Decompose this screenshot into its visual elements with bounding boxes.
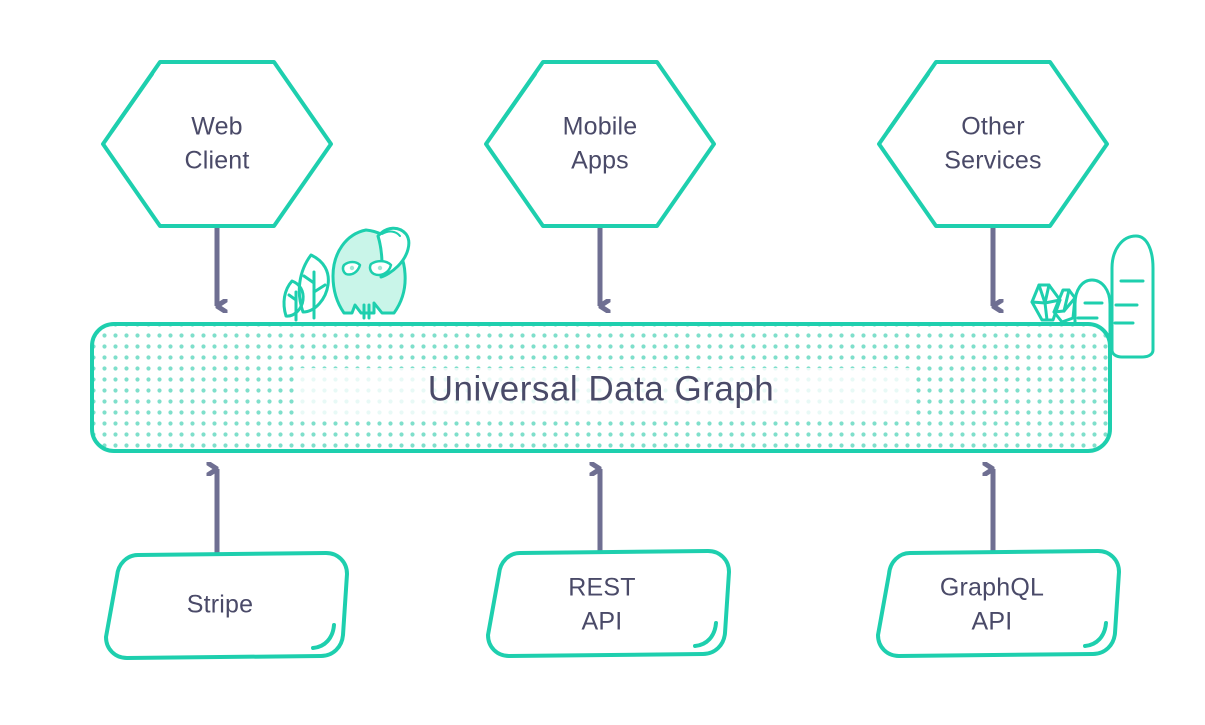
source-box-outline [486, 549, 731, 658]
hexagon-outline [484, 60, 716, 228]
consumer-label-line1: Mobile [563, 113, 638, 141]
consumer-label-line1: Other [961, 113, 1025, 141]
panel-outline [90, 322, 1112, 453]
flow-arrows-up [217, 469, 996, 555]
consumer-label-line2: Services [944, 147, 1041, 175]
consumer-node-other-services[interactable]: Other Services [877, 60, 1109, 228]
bird-creature-icon [331, 226, 411, 320]
hexagon-accent-line [110, 72, 154, 133]
flow-arrows-down [214, 228, 993, 306]
hexagon-accent-line [886, 72, 930, 133]
source-label-line1: GraphQL [940, 574, 1044, 602]
source-box-outline [104, 551, 349, 660]
source-node-stripe[interactable]: Stripe [104, 551, 349, 660]
trees-icon [282, 253, 330, 322]
source-node-rest-api[interactable]: REST API [486, 549, 731, 658]
panel-title: Universal Data Graph [428, 369, 775, 408]
source-box-outline [876, 549, 1121, 658]
panel-label-backdrop [300, 368, 910, 416]
consumer-label-line2: Apps [571, 147, 629, 175]
hexagon-outline [877, 60, 1109, 228]
consumer-node-mobile-apps[interactable]: Mobile Apps [484, 60, 716, 228]
source-node-graphql-api[interactable]: GraphQL API [876, 549, 1121, 658]
consumer-label-line1: Web [191, 113, 243, 141]
source-label-line1: REST [568, 574, 635, 602]
hexagon-outline [101, 60, 333, 228]
source-label-line2: API [582, 608, 623, 636]
source-box-accent-line [1083, 621, 1108, 648]
source-box-accent-line [693, 621, 718, 648]
source-label-line2: API [972, 608, 1013, 636]
universal-data-graph-panel[interactable]: Universal Data Graph [90, 322, 1112, 453]
hexagon-accent-line [493, 72, 537, 133]
consumer-node-web-client[interactable]: Web Client [101, 60, 333, 228]
consumer-label-line2: Client [184, 147, 249, 175]
source-box-accent-line [311, 623, 336, 650]
crystal-cluster-icon [1030, 283, 1077, 324]
source-label-line1: Stripe [187, 591, 254, 619]
